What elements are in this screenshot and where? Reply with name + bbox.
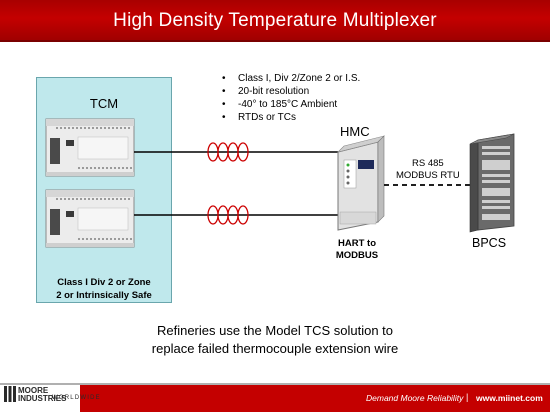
title-bar: High Density Temperature Multiplexer — [0, 0, 550, 42]
slide-footnote: Refineries use the Model TCS solution to… — [0, 322, 550, 358]
feature-item: RTDs or TCs — [222, 111, 360, 124]
logo-mark-icon — [4, 386, 16, 402]
footer-bar — [80, 385, 550, 412]
panel-caption-line2: 2 or Intrinsically Safe — [56, 290, 152, 301]
rs485-line1: RS 485 — [412, 158, 444, 169]
rs485-label: RS 485 MODBUS RTU — [396, 158, 460, 182]
tcm-label: TCM — [89, 96, 119, 111]
logo-line2: INDUSTRIES — [18, 394, 67, 403]
footer-separator: | — [466, 392, 469, 402]
hart-line1: HART to — [338, 238, 376, 249]
footnote-line1: Refineries use the Model TCS solution to — [156, 323, 394, 338]
tcm-module-bottom — [45, 189, 135, 248]
hmc-device — [337, 135, 385, 231]
hmc-label: HMC — [340, 124, 370, 139]
feature-item: Class I, Div 2/Zone 2 or I.S. — [222, 72, 360, 85]
panel-caption: Class I Div 2 or Zone 2 or Intrinsically… — [36, 276, 172, 302]
company-logo: MOORE INDUSTRIES WORLDWIDE — [4, 384, 114, 412]
bpcs-label: BPCS — [472, 236, 507, 250]
logo-line1: MOORE — [18, 386, 49, 395]
logo-name: MOORE INDUSTRIES — [18, 387, 66, 403]
slide-title: High Density Temperature Multiplexer — [113, 10, 437, 31]
footnote-line2: replace failed thermocouple extension wi… — [151, 341, 399, 356]
hart-line2: MODBUS — [335, 250, 379, 261]
feature-list: Class I, Div 2/Zone 2 or I.S. 20-bit res… — [222, 72, 360, 124]
hart-label: HART to MODBUS — [328, 238, 386, 262]
panel-caption-line1: Class I Div 2 or Zone — [57, 277, 151, 288]
rs485-line2: MODBUS RTU — [396, 170, 460, 181]
footer-tagline: Demand Moore Reliability — [366, 393, 464, 403]
feature-item: 20-bit resolution — [222, 85, 360, 98]
logo-sub: WORLDWIDE — [52, 395, 101, 401]
footer-url-link[interactable]: www.miinet.com — [476, 393, 543, 403]
footer-divider — [0, 383, 550, 385]
bpcs-cabinet — [469, 133, 515, 233]
coil-bottom — [207, 205, 249, 225]
feature-item: -40° to 185°C Ambient — [222, 98, 360, 111]
tcm-module-top — [45, 118, 135, 177]
coil-top — [207, 142, 249, 162]
